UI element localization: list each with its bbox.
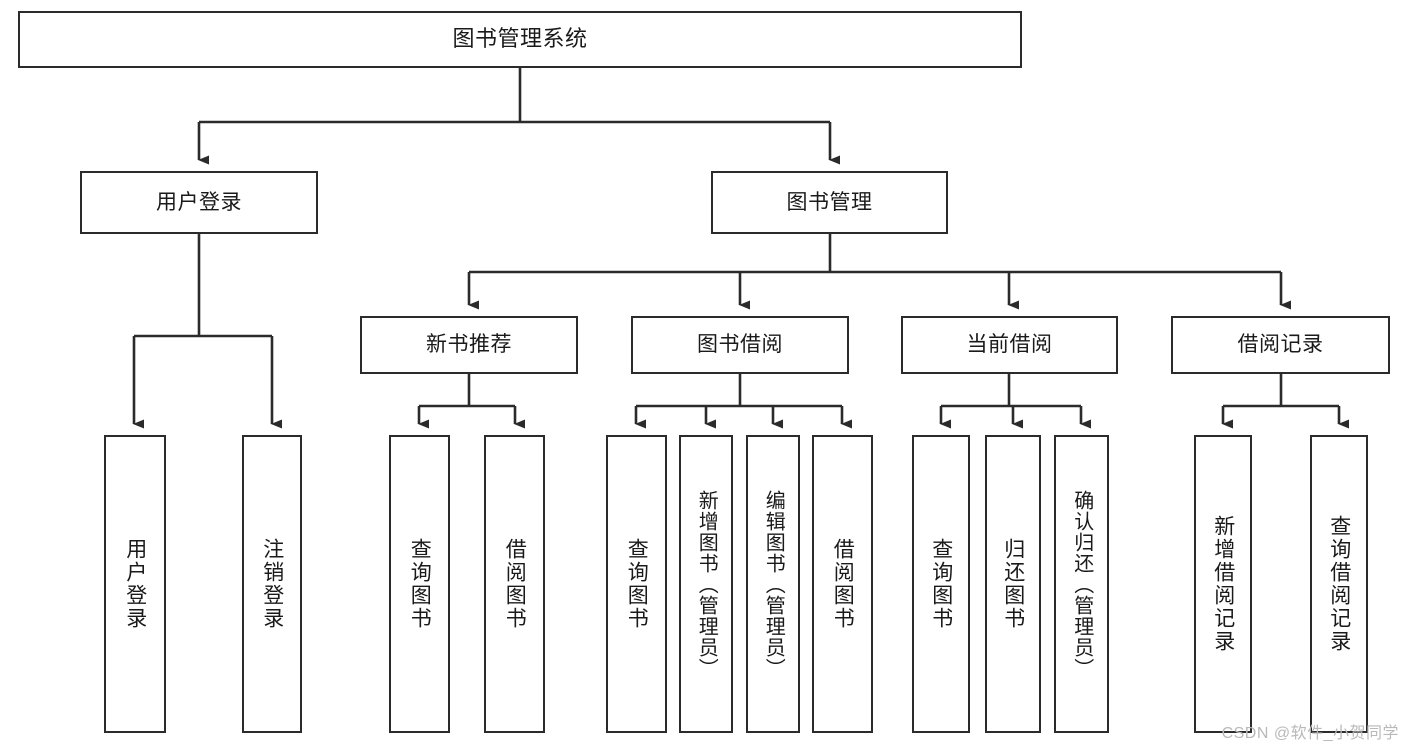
node-label: 新增借阅记录 (1211, 515, 1235, 653)
node-label: 确认归还（管理员） (1070, 489, 1093, 679)
node-book-manage[interactable]: 图书管理 (711, 171, 948, 234)
node-label: 新增图书（管理员） (695, 489, 718, 679)
node-current-borrow[interactable]: 当前借阅 (901, 316, 1118, 374)
node-label: 图书借阅 (697, 333, 783, 357)
node-label: 用户登录 (156, 190, 242, 214)
node-leaf-query-book-2[interactable]: 查询图书 (606, 435, 667, 733)
node-label: 图书管理 (786, 190, 873, 214)
node-leaf-confirm-return[interactable]: 确认归还（管理员） (1054, 435, 1109, 733)
node-leaf-add-book[interactable]: 新增图书（管理员） (679, 435, 733, 733)
node-book-management-system[interactable]: 图书管理系统 (18, 11, 1022, 68)
node-label: 借阅记录 (1237, 333, 1324, 357)
node-label: 查询借阅记录 (1327, 515, 1351, 653)
node-user-login[interactable]: 用户登录 (80, 171, 318, 234)
node-leaf-add-borrow-record[interactable]: 新增借阅记录 (1194, 435, 1252, 733)
node-label: 编辑图书（管理员） (762, 489, 785, 679)
node-label: 图书管理系统 (452, 26, 588, 52)
node-label: 借阅图书 (503, 538, 527, 630)
node-leaf-query-borrow-record[interactable]: 查询借阅记录 (1310, 435, 1368, 733)
node-leaf-query-book-1[interactable]: 查询图书 (389, 435, 450, 733)
node-new-book-recommend[interactable]: 新书推荐 (360, 316, 578, 374)
node-label: 借阅图书 (831, 538, 855, 630)
node-label: 用户登录 (123, 538, 147, 630)
node-label: 查询图书 (929, 538, 953, 630)
node-label: 查询图书 (408, 538, 432, 630)
node-leaf-logout[interactable]: 注销登录 (242, 435, 302, 733)
node-leaf-edit-book[interactable]: 编辑图书（管理员） (746, 435, 800, 733)
node-label: 归还图书 (1001, 538, 1025, 630)
watermark-text: CSDN @软件_小贺同学 (1221, 725, 1399, 742)
node-leaf-return-book[interactable]: 归还图书 (985, 435, 1041, 733)
node-label: 当前借阅 (966, 333, 1053, 357)
node-leaf-query-book-3[interactable]: 查询图书 (912, 435, 970, 733)
node-label: 注销登录 (260, 538, 284, 630)
node-label: 查询图书 (625, 538, 649, 630)
node-leaf-borrow-book-2[interactable]: 借阅图书 (812, 435, 873, 733)
node-borrow-record[interactable]: 借阅记录 (1171, 316, 1390, 374)
node-leaf-user-login[interactable]: 用户登录 (104, 435, 166, 733)
node-book-borrow[interactable]: 图书借阅 (631, 316, 849, 374)
node-leaf-borrow-book-1[interactable]: 借阅图书 (484, 435, 545, 733)
node-label: 新书推荐 (426, 333, 512, 357)
